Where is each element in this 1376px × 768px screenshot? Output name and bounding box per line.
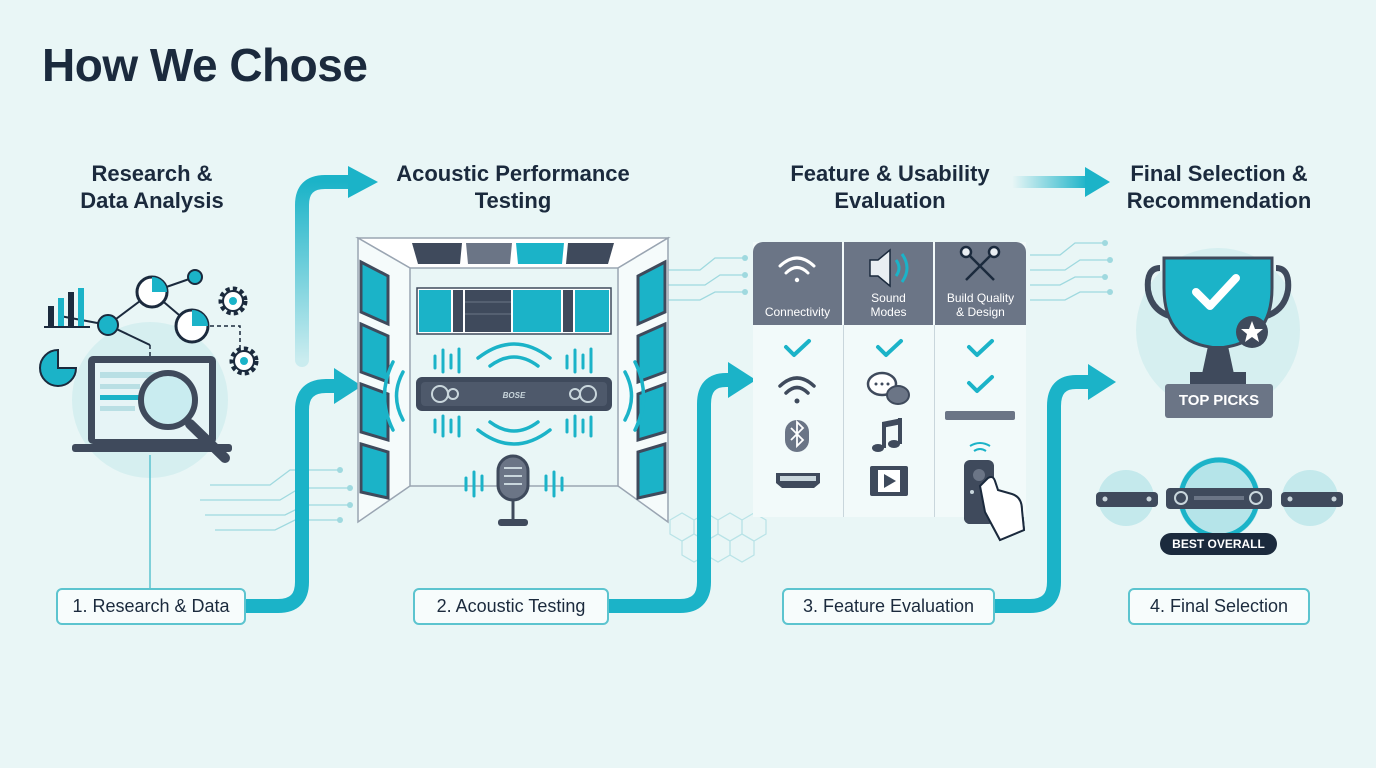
step-pill-feature: 3. Feature Evaluation	[782, 588, 995, 625]
stage-title-acoustic: Acoustic Performance Testing	[396, 161, 630, 213]
arrow-to-stage-2-title	[295, 175, 357, 367]
top-picks-badge: TOP PICKS	[1165, 384, 1273, 418]
soundbar-winner	[1166, 488, 1272, 509]
column-header-build-quality: Build Quality & Design	[935, 242, 1026, 325]
step-pill-acoustic: 2. Acoustic Testing	[413, 588, 609, 625]
magnifier-icon	[138, 370, 230, 463]
column-header-connectivity: Connectivity	[753, 242, 842, 325]
step-pill-research: 1. Research & Data	[56, 588, 246, 625]
research-illustration	[39, 269, 259, 588]
arrow-3-to-4	[988, 375, 1097, 613]
acoustic-room-illustration: BOSE	[355, 236, 671, 526]
trophy-illustration	[1096, 248, 1343, 539]
column-header-sound-modes: Sound Modes	[844, 242, 933, 325]
feature-evaluation-table: Connectivity Sound Modes Build Quality &…	[753, 242, 1026, 517]
stage-title-final: Final Selection & Recommendation	[1126, 161, 1312, 213]
pie-slice-icon	[39, 348, 78, 387]
sound-waves	[382, 342, 646, 446]
soundbar-right	[1281, 492, 1343, 507]
best-overall-badge: BEST OVERALL	[1160, 533, 1277, 555]
hexagon-pattern-decoration	[669, 512, 767, 563]
arrow-2-to-3	[602, 373, 739, 613]
soundbar-left	[1096, 492, 1158, 507]
gear-icon	[218, 286, 248, 316]
stage-title-research: Research & Data Analysis	[80, 161, 224, 213]
left-wall-panels	[359, 259, 390, 500]
column-divider	[843, 325, 844, 517]
gear-icon	[229, 346, 259, 376]
soundbar-brand: BOSE	[503, 391, 526, 400]
step-pill-final: 4. Final Selection	[1128, 588, 1310, 625]
sound-level-bars	[433, 347, 593, 498]
ceiling-panels	[412, 243, 614, 264]
bar-chart-icon	[44, 288, 90, 328]
flow-arrows	[239, 373, 1097, 613]
soundbar-icon: BOSE	[416, 377, 612, 411]
microphone-icon	[496, 454, 530, 526]
stage-title-feature: Feature & Usability Evaluation	[790, 161, 990, 213]
back-wall-panels	[416, 287, 612, 335]
arrow-1-to-2	[239, 379, 343, 613]
column-divider	[934, 325, 935, 517]
arrow-heads	[334, 166, 1116, 404]
right-wall-panels	[636, 259, 667, 500]
page-title: How We Chose	[42, 39, 368, 91]
arrow-3-to-4-title	[1012, 176, 1088, 188]
